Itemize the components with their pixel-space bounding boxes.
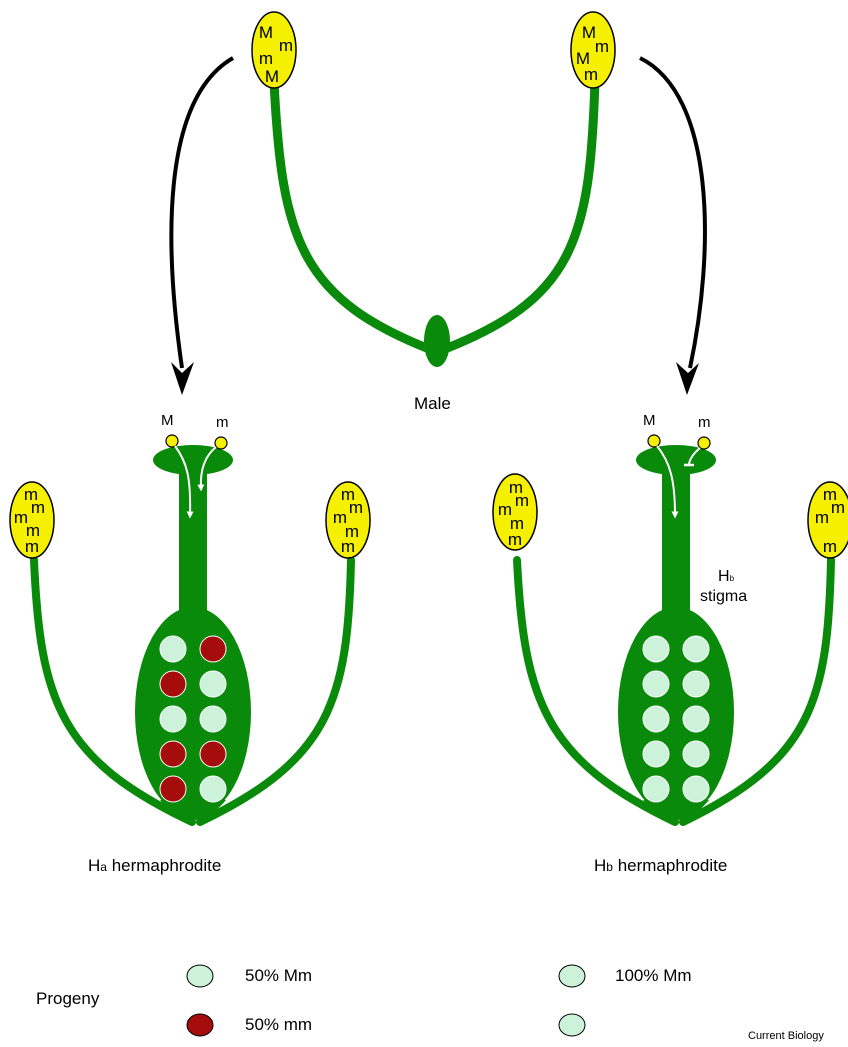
ha-ovule-mm bbox=[160, 671, 186, 697]
hb-stigma-label: Hb bbox=[718, 568, 734, 586]
ha-ovule-mm bbox=[160, 706, 186, 732]
hb-ovule-mm bbox=[683, 776, 709, 802]
hb-anther-right-letter: m bbox=[823, 537, 837, 556]
ha-anther-right-letter: m bbox=[341, 537, 355, 556]
ha-caption-h: H bbox=[88, 856, 100, 875]
ha-ovule-mm bbox=[160, 776, 186, 802]
ha-flower bbox=[10, 435, 370, 822]
hb-anther-left-letter: m bbox=[508, 530, 522, 549]
ha-ovule-mm bbox=[200, 741, 226, 767]
male-anther-right-letter: m bbox=[595, 37, 609, 56]
hb-ovule-mm bbox=[683, 671, 709, 697]
ha-style bbox=[179, 462, 207, 622]
ha-caption-sub: a bbox=[100, 860, 107, 874]
male-label: Male bbox=[414, 394, 451, 414]
arrow-right-head bbox=[676, 362, 699, 395]
hb-pollen-M-label: M bbox=[643, 412, 656, 429]
male-filament-right bbox=[437, 80, 595, 352]
legend-swatch-mm-light-a bbox=[187, 965, 213, 987]
hb-caption-h: H bbox=[594, 856, 606, 875]
hb-anther-right-letter: m bbox=[831, 498, 845, 517]
hb-anther-right-letter: m bbox=[815, 508, 829, 527]
male-flower bbox=[252, 12, 615, 367]
ha-ovule-mm bbox=[200, 776, 226, 802]
male-anther-left-letter: m bbox=[259, 49, 273, 68]
arrow-right bbox=[640, 58, 705, 368]
hb-ovule-mm bbox=[643, 776, 669, 802]
male-anther-left-letter: M bbox=[259, 23, 273, 42]
progeny-label: Progeny bbox=[36, 989, 99, 1009]
hb-anther-left-letter: m bbox=[515, 491, 529, 510]
credit: Current Biology bbox=[748, 1030, 824, 1042]
ha-ovule-mm bbox=[200, 636, 226, 662]
ha-caption: Ha hermaphrodite bbox=[88, 856, 221, 876]
hb-caption-rest: hermaphrodite bbox=[613, 856, 727, 875]
hb-ovule-mm bbox=[643, 706, 669, 732]
legend-swatch-mm-light-b bbox=[559, 965, 585, 987]
ha-anther-left-letter: m bbox=[31, 498, 45, 517]
legend-swatch-mm-light-c bbox=[559, 1014, 585, 1036]
male-receptacle bbox=[424, 315, 450, 367]
hb-ovule-mm bbox=[643, 636, 669, 662]
hb-ovule-mm bbox=[683, 706, 709, 732]
hb-style bbox=[662, 462, 690, 622]
hb-ovule-mm bbox=[643, 741, 669, 767]
arrow-left bbox=[171, 58, 233, 368]
hb-stigma-word: stigma bbox=[700, 588, 747, 606]
hb-ovule-mm bbox=[683, 636, 709, 662]
legend-ha-lower: 50% mm bbox=[245, 1015, 312, 1035]
hb-stigma-label-h: H bbox=[718, 568, 730, 585]
male-anther-left-letter: M bbox=[265, 67, 279, 86]
ha-pollen-m bbox=[215, 437, 227, 449]
legend-swatch-mm-red bbox=[187, 1014, 213, 1036]
male-filament-left bbox=[274, 82, 437, 352]
ha-ovule-mm bbox=[160, 741, 186, 767]
ha-ovule-mm bbox=[200, 671, 226, 697]
hb-stigma-label-sub: b bbox=[730, 574, 734, 583]
hb-caption-sub: b bbox=[606, 860, 613, 874]
ha-ovule-mm bbox=[200, 706, 226, 732]
hb-ovule-mm bbox=[683, 741, 709, 767]
ha-pollen-m-label: m bbox=[216, 414, 229, 431]
male-anther-right-letter: m bbox=[584, 65, 598, 84]
ha-caption-rest: hermaphrodite bbox=[107, 856, 221, 875]
ha-pollen-M-label: M bbox=[161, 412, 174, 429]
ha-ovule-mm bbox=[160, 636, 186, 662]
hb-ovule-mm bbox=[643, 671, 669, 697]
hb-flower bbox=[493, 435, 848, 822]
ha-ovary bbox=[135, 607, 251, 817]
ha-anther-right-letter: m bbox=[349, 498, 363, 517]
hb-pollen-M bbox=[648, 435, 660, 447]
hb-ovary bbox=[618, 607, 734, 817]
ha-anther-left-letter: m bbox=[25, 537, 39, 556]
hb-pollen-m-label: m bbox=[698, 414, 711, 431]
hb-caption: Hb hermaphrodite bbox=[594, 856, 727, 876]
male-anther-left-letter: m bbox=[279, 36, 293, 55]
ha-pollen-M bbox=[166, 435, 178, 447]
legend-ha-upper: 50% Mm bbox=[245, 966, 312, 986]
legend-hb: 100% Mm bbox=[615, 966, 692, 986]
hb-pollen-m bbox=[698, 437, 710, 449]
